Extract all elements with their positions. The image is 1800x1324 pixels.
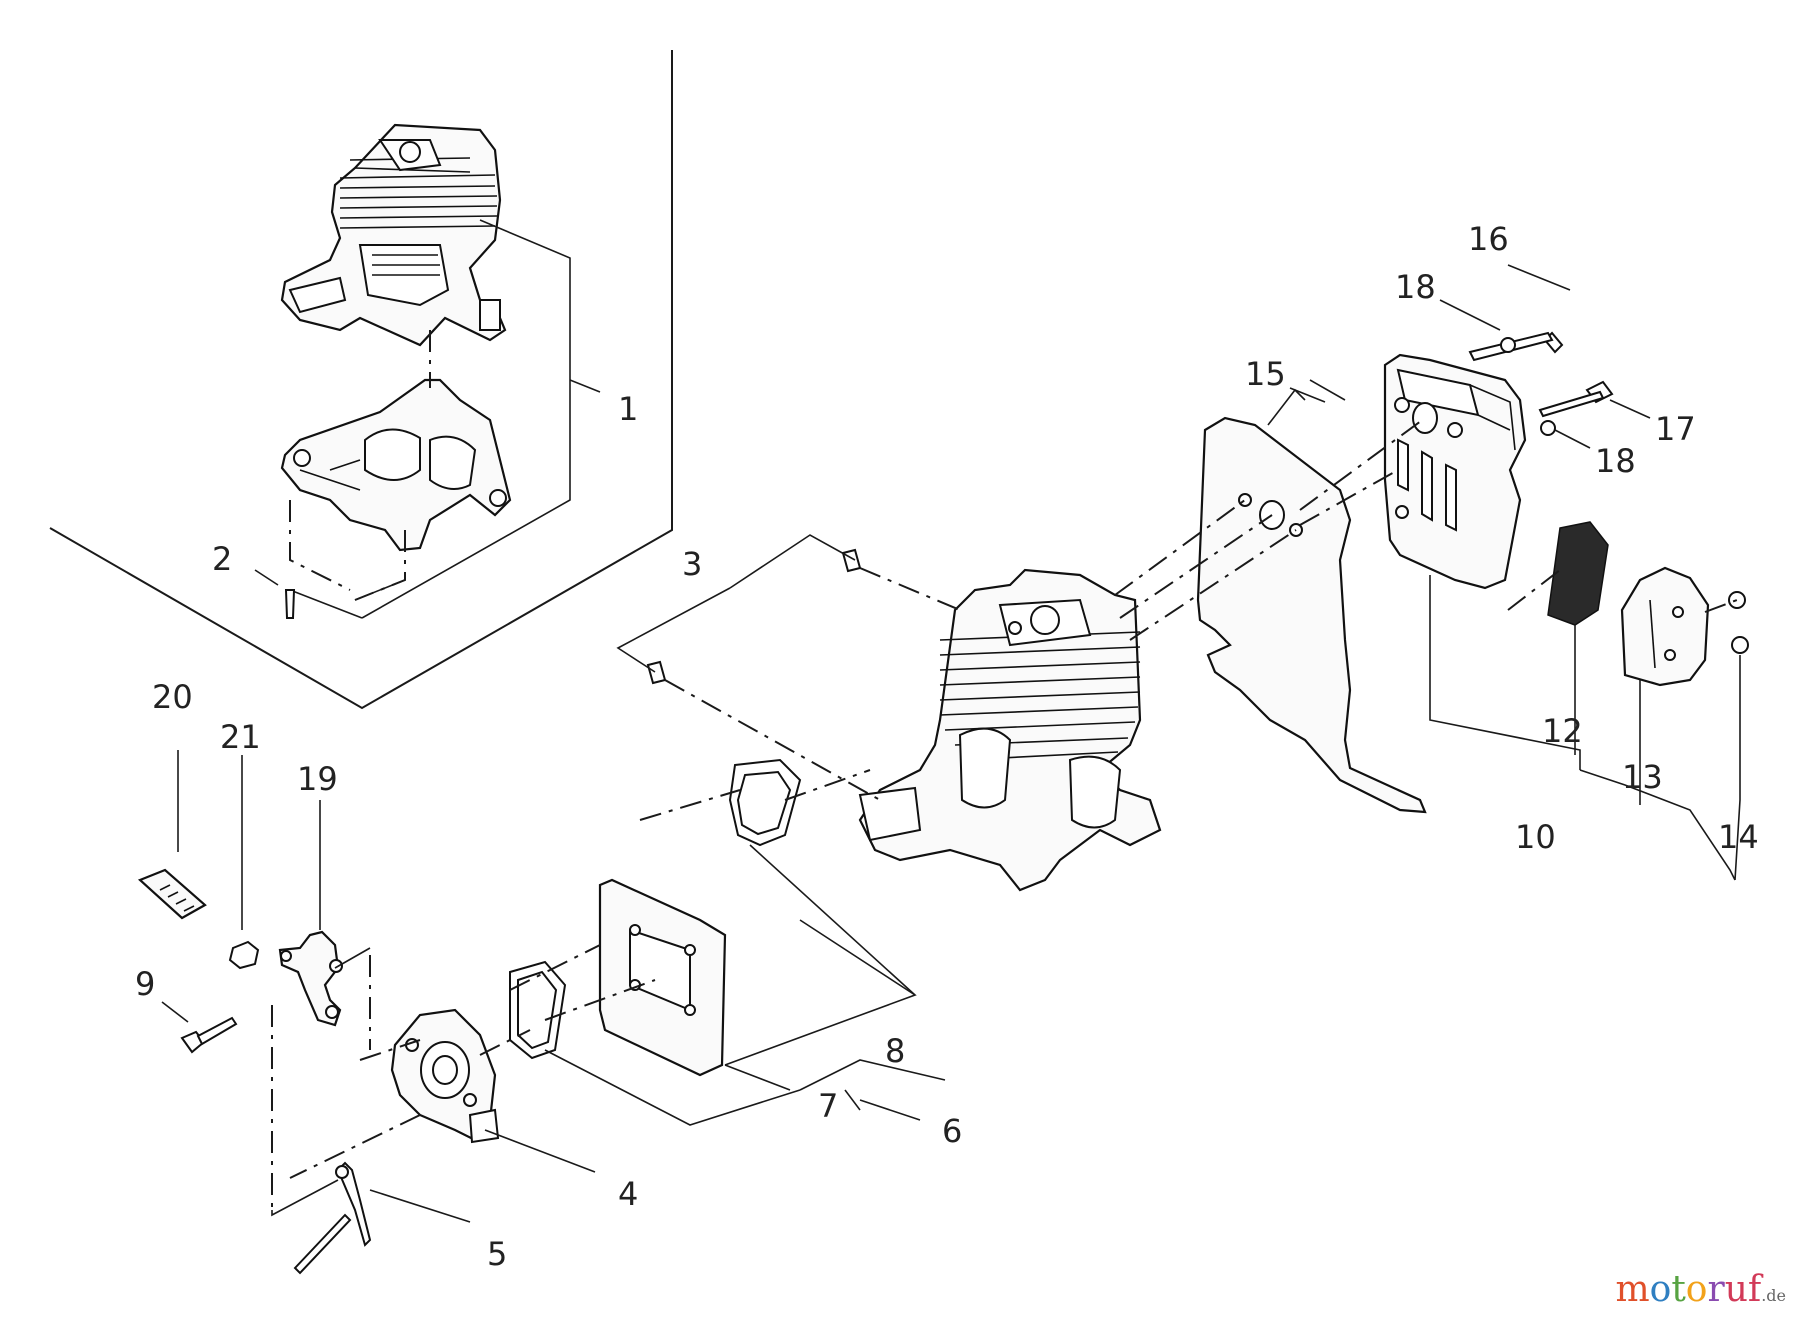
callout-16: 16 — [1468, 220, 1509, 258]
callout-7: 7 — [818, 1087, 838, 1125]
callout-10: 10 — [1515, 818, 1556, 856]
main-cylinder — [858, 568, 1162, 892]
muffler-body — [1383, 353, 1527, 590]
muffler-screws — [1468, 331, 1749, 654]
carburetor-adaptor-4 — [390, 1008, 500, 1144]
callout-20: 20 — [152, 678, 193, 716]
callout-18-mid: 18 — [1595, 442, 1636, 480]
callout-1: 1 — [618, 390, 638, 428]
upper-callout-leaders — [1289, 264, 1651, 449]
muffler-cover — [1620, 566, 1710, 687]
callout-2: 2 — [212, 540, 232, 578]
callout-6: 6 — [942, 1112, 962, 1150]
muffler-leaders — [1114, 379, 1741, 881]
bracket-19 — [278, 930, 343, 1027]
callout-19: 19 — [297, 760, 338, 798]
heat-shield — [1196, 416, 1427, 814]
callout-4: 4 — [618, 1175, 638, 1213]
callout-8: 8 — [885, 1032, 905, 1070]
watermark-tld: .de — [1761, 1286, 1786, 1305]
short-block-leaders — [254, 219, 601, 619]
adjuster-20-21 — [137, 868, 260, 970]
intake-leaders — [161, 750, 946, 1223]
callout-15: 15 — [1245, 355, 1286, 393]
dowel-pins — [616, 534, 961, 801]
pin-5 — [293, 1161, 372, 1275]
bolt-9 — [180, 1016, 238, 1054]
watermark-logo: motoruf.de — [1615, 1269, 1786, 1310]
callout-12: 12 — [1542, 712, 1583, 750]
spark-arrester-screen — [1547, 521, 1609, 626]
inset-frame — [49, 50, 673, 710]
short-block-crankcase — [280, 378, 512, 552]
callout-18-top: 18 — [1395, 268, 1436, 306]
callout-17: 17 — [1655, 410, 1696, 448]
gasket-8 — [728, 758, 802, 847]
callout-14: 14 — [1718, 818, 1759, 856]
insulator-plate-7 — [598, 878, 727, 1077]
callout-13: 13 — [1622, 758, 1663, 796]
callout-3: 3 — [682, 545, 702, 583]
callout-labels: 1 2 3 4 5 6 7 8 9 10 12 13 14 15 16 17 1… — [135, 220, 1759, 1273]
short-block-cylinder — [280, 123, 507, 347]
callout-5: 5 — [487, 1235, 507, 1273]
callout-9: 9 — [135, 965, 155, 1003]
callout-21: 21 — [220, 718, 261, 756]
